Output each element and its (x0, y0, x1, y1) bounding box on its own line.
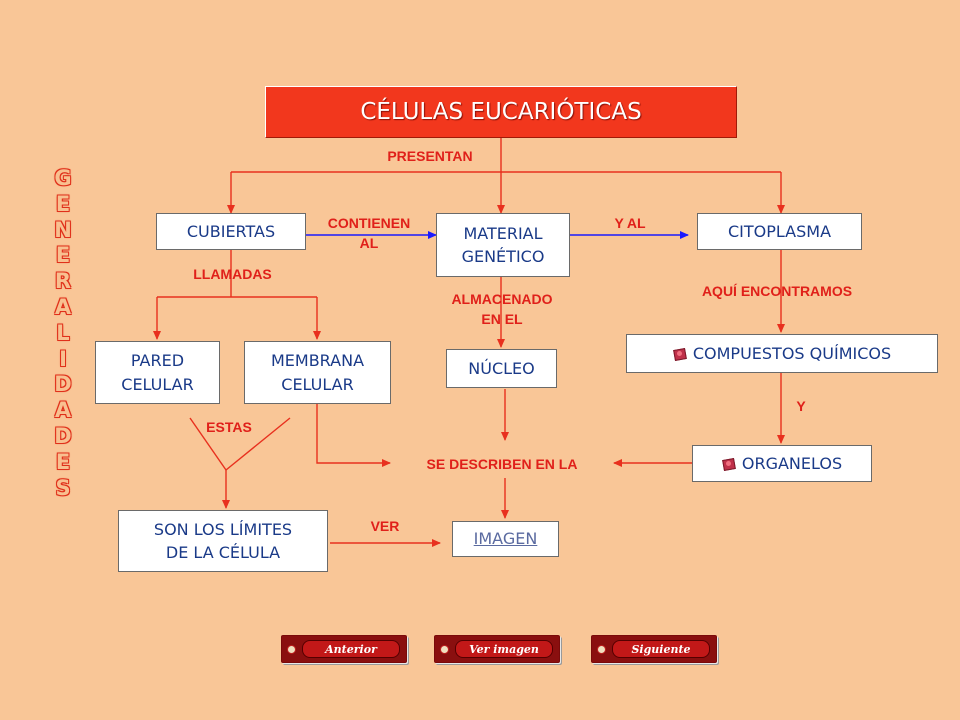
side-word-letter: S (55, 475, 71, 500)
siguiente-label: Siguiente (612, 640, 710, 658)
side-word-letter: D (54, 423, 72, 448)
label-llamadas: LLAMADAS (193, 266, 272, 282)
node-compuestos-quimicos: COMPUESTOS QUÍMICOS (626, 334, 938, 373)
label-aqui-encontramos: AQUÍ ENCONTRAMOS (701, 283, 853, 299)
node-pared-celular: PARED CELULAR (95, 341, 220, 404)
node-citoplasma: CITOPLASMA (697, 213, 862, 250)
side-word-letter: R (54, 269, 72, 294)
side-word-letter: E (55, 449, 71, 474)
label-almacenado: ALMACENADO EN EL (451, 291, 553, 328)
imagen-link[interactable]: IMAGEN (473, 529, 538, 549)
label-contienen: CONTIENEN AL (327, 215, 411, 252)
ver-imagen-button[interactable]: Ver imagen (434, 635, 560, 663)
node-compuestos-label: COMPUESTOS QUÍMICOS (692, 343, 892, 363)
node-cubiertas: CUBIERTAS (156, 213, 306, 250)
anterior-label: Anterior (302, 640, 400, 658)
node-membrana-celular: MEMBRANA CELULAR (244, 341, 391, 404)
label-estas: ESTAS (206, 419, 252, 435)
label-ver: VER (370, 518, 400, 534)
flower-icon (722, 458, 735, 470)
side-word-letter: L (56, 320, 70, 345)
side-word-letter: N (54, 217, 72, 242)
side-word-letter: A (54, 294, 72, 319)
ver-imagen-label: Ver imagen (455, 640, 553, 658)
siguiente-button[interactable]: Siguiente (591, 635, 717, 663)
label-se-describen: SE DESCRIBEN EN LA (426, 456, 578, 472)
anterior-button[interactable]: Anterior (281, 635, 407, 663)
side-word-letter: E (55, 191, 71, 216)
flower-icon (673, 348, 686, 360)
side-word-letter: E (55, 243, 71, 268)
bullet-icon (440, 644, 449, 654)
node-imagen[interactable]: IMAGEN (452, 521, 559, 557)
connector-membrana-down (316, 403, 391, 467)
bullet-icon (287, 644, 296, 654)
diagram-title: CÉLULAS EUCARIÓTICAS (265, 86, 737, 138)
label-y: Y (796, 398, 806, 414)
side-word-letter: G (54, 166, 72, 190)
connector-estas-right (225, 417, 291, 471)
node-nucleo: NÚCLEO (446, 349, 557, 388)
label-yal: Y AL (614, 215, 646, 231)
label-presentan: PRESENTAN (387, 148, 473, 164)
node-limites: SON LOS LÍMITES DE LA CÉLULA (118, 510, 328, 572)
side-word-letter: D (54, 372, 72, 397)
node-organelos-label: ORGANELOS (741, 453, 843, 473)
node-organelos: ORGANELOS (692, 445, 872, 482)
side-word-letter: A (54, 398, 72, 423)
bullet-icon (597, 644, 606, 654)
side-word-letter: I (59, 346, 67, 371)
connector-estas-left (189, 417, 227, 471)
node-material-genetico: MATERIAL GENÉTICO (436, 213, 570, 277)
